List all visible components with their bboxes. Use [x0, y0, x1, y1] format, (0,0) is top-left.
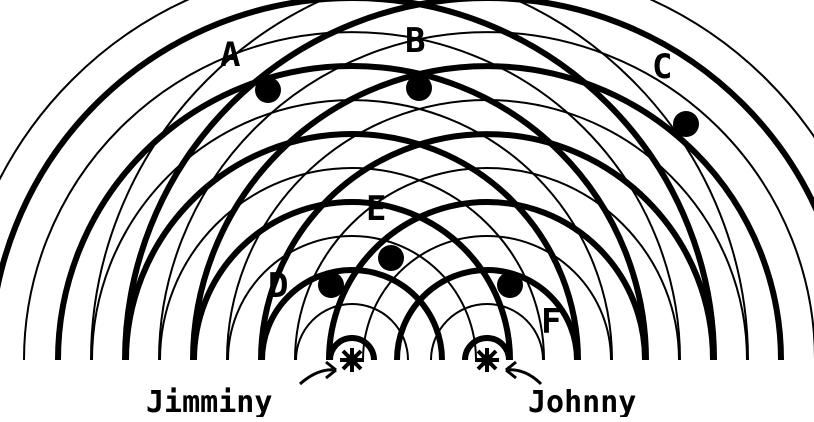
point-c-dot [673, 111, 699, 137]
label-e: E [366, 189, 386, 229]
label-c: C [652, 47, 672, 87]
point-b-dot [406, 75, 432, 101]
label-b: B [405, 21, 425, 61]
label-d: D [268, 266, 288, 306]
source-label-johnny: Johnny [528, 385, 636, 417]
source-label-jimminy: Jimminy [146, 385, 272, 417]
left-source-star-icon [340, 348, 364, 372]
point-e-dot [378, 245, 404, 271]
point-f-dot [497, 272, 523, 298]
right-source-star-icon [475, 348, 499, 372]
point-d-dot [318, 272, 344, 298]
label-f: F [541, 302, 561, 342]
point-a-dot [255, 77, 281, 103]
label-a: A [220, 35, 240, 75]
